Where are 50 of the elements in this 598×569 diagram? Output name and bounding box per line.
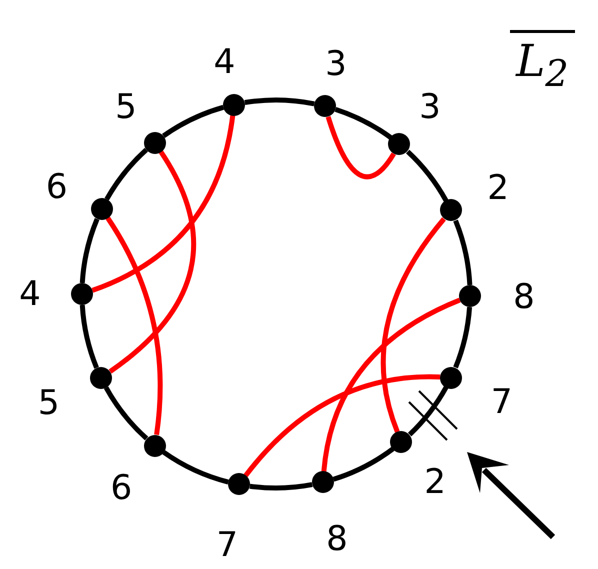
vertex-dot [440, 199, 462, 222]
number-label: 3 [324, 44, 348, 84]
vertex-dot [90, 366, 112, 389]
number-label: 5 [36, 382, 61, 423]
vertex-dot [144, 434, 166, 457]
number-label: 7 [490, 382, 514, 422]
circle-arc [80, 304, 99, 369]
circle-arc [250, 482, 313, 490]
circle-arc [453, 306, 472, 368]
vertex-dot [440, 366, 462, 389]
circle-arc [453, 220, 472, 286]
circle-arc [162, 450, 229, 484]
number-label: 2 [486, 168, 510, 208]
chord-curve [91, 115, 236, 293]
number-label: 8 [512, 276, 536, 317]
vertex-dot [144, 132, 166, 154]
number-label: 2 [423, 462, 447, 502]
chord-curve [326, 116, 396, 180]
circle-arc [406, 150, 448, 202]
vertex-dot [90, 198, 113, 220]
vertex-dot [71, 283, 93, 305]
circle-arc [104, 386, 148, 440]
vertex-dot [458, 285, 481, 308]
number-label: 7 [215, 525, 239, 566]
circle-arc [408, 386, 448, 436]
circle-arc [244, 98, 315, 106]
vertex-dot [314, 95, 336, 118]
vertex-dot [223, 94, 245, 116]
vertex-dot [228, 473, 250, 496]
number-label: 8 [325, 518, 349, 558]
number-label: 4 [18, 274, 42, 314]
number-label: 6 [109, 468, 134, 508]
chord-curve [108, 150, 196, 374]
vertex-dot [312, 471, 334, 494]
chord-curve [321, 298, 461, 472]
chord-curve [380, 217, 446, 433]
chord-curve [106, 216, 163, 436]
vertex-dot [390, 430, 412, 453]
chord-curve [244, 374, 440, 478]
number-label: 5 [114, 86, 138, 127]
number-label: 4 [212, 42, 236, 82]
circle-arc [80, 218, 100, 284]
circle-arc [332, 446, 394, 482]
number-label: 6 [44, 167, 68, 208]
number-label: 3 [418, 87, 442, 128]
circle-arc [162, 104, 224, 138]
circle-arc [104, 148, 148, 201]
vertex-dot [388, 133, 410, 156]
title: L$_{2}$ [510, 30, 575, 99]
circle-arc [334, 106, 392, 140]
